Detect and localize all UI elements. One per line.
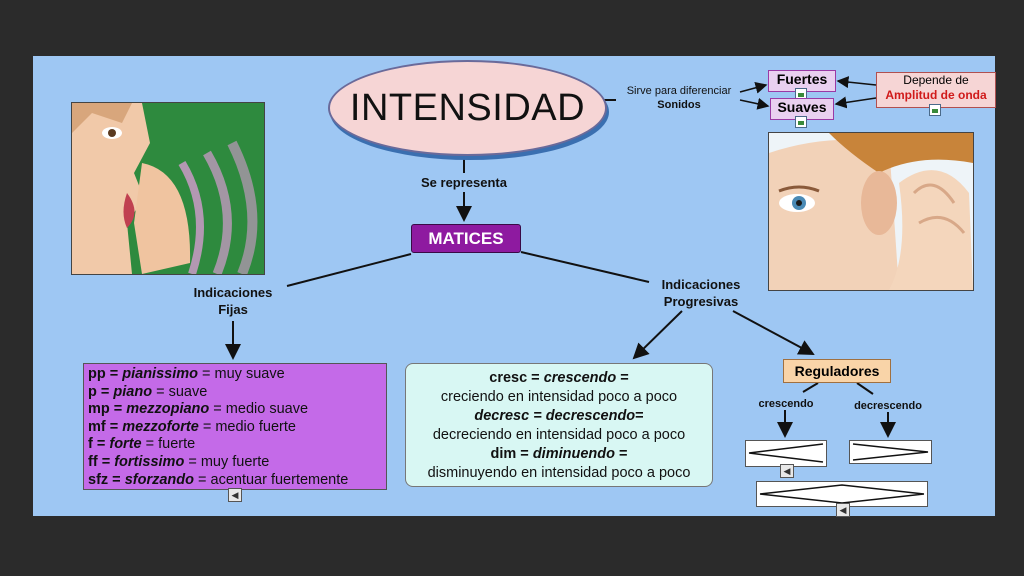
matices-label: MATICES	[428, 228, 504, 248]
image-icon[interactable]	[795, 116, 807, 128]
speaker-icon[interactable]: ◀	[780, 464, 794, 478]
slide-canvas: INTENSIDAD Sirve para diferenciar Sonido…	[33, 56, 996, 517]
fijas-line1: Indicaciones	[193, 285, 273, 300]
list-item: p = piano = suave	[88, 383, 208, 400]
prog-meaning-row: disminuyendo en intensidad poco a poco	[427, 465, 691, 481]
list-item: pp = pianissimo = muy suave	[88, 366, 285, 382]
speaker-icon[interactable]: ◀	[228, 488, 242, 502]
list-item: sfz = sforzando = acentuar fuertemente	[88, 471, 349, 488]
decrescendo-hairpin	[849, 440, 932, 464]
list-item: ff = fortissimo = muy fuerte	[88, 453, 270, 470]
prog-term-row: dim = diminuendo =	[490, 446, 628, 462]
reguladores-box: Reguladores	[783, 359, 891, 383]
indicaciones-progresivas-box: cresc = crescendo = creciendo en intensi…	[405, 363, 713, 487]
suaves-box: Suaves	[770, 98, 834, 120]
reguladores-label: Reguladores	[794, 363, 880, 379]
connector-lines	[225, 76, 896, 438]
progresivas-line1: Indicaciones	[661, 277, 741, 292]
listening-ear-image	[768, 132, 974, 291]
list-item: mp = mezzopiano = medio suave	[88, 401, 309, 418]
list-item: mf = mezzoforte = medio fuerte	[88, 418, 296, 435]
matices-box: MATICES	[411, 224, 521, 253]
sirve-line2: Sonidos	[657, 99, 701, 111]
prog-meaning-row: creciendo en intensidad poco a poco	[440, 389, 678, 405]
depende-box: Depende de Amplitud de onda	[876, 72, 996, 108]
listening-ear-illustration	[769, 133, 973, 290]
sirve-label: Sirve para diferenciar Sonidos	[615, 84, 743, 112]
suaves-label: Suaves	[777, 99, 827, 115]
crescendo-hairpin	[745, 440, 827, 467]
crescendo-label: crescendo	[758, 398, 814, 410]
shouting-woman-image	[71, 102, 265, 275]
sirve-line1: Sirve para diferenciar	[626, 85, 732, 97]
indicaciones-progresivas-label: Indicaciones Progresivas	[641, 276, 761, 310]
prog-meaning-row: decreciendo en intensidad poco a poco	[432, 427, 686, 443]
cresc-decresc-hairpin	[756, 481, 928, 507]
title-intensidad: INTENSIDAD	[328, 60, 607, 156]
indicaciones-fijas-label: Indicaciones Fijas	[173, 284, 293, 318]
list-item: f = forte = fuerte	[88, 436, 196, 453]
prog-term-row: cresc = crescendo =	[489, 370, 629, 386]
amplitud-label: Amplitud de onda	[885, 88, 987, 102]
shouting-woman-illustration	[72, 103, 264, 274]
speaker-icon[interactable]: ◀	[836, 503, 850, 517]
se-representa-label: Se representa	[421, 175, 507, 190]
image-icon[interactable]	[929, 104, 941, 116]
decrescendo-label: decrescendo	[854, 400, 922, 412]
fijas-line2: Fijas	[218, 302, 248, 317]
fuertes-label: Fuertes	[776, 71, 828, 87]
progresivas-line2: Progresivas	[663, 294, 739, 309]
depende-line1: Depende de	[903, 73, 969, 87]
image-icon[interactable]	[795, 88, 807, 100]
indicaciones-fijas-box: pp = pianissimo = muy suave p = piano = …	[83, 363, 387, 490]
prog-term-row: decresc = decrescendo=	[474, 408, 644, 424]
